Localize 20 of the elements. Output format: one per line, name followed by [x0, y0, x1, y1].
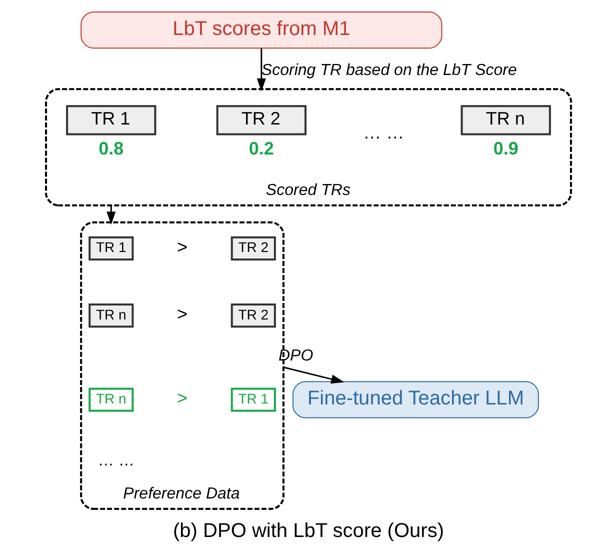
arrow — [282, 366, 344, 384]
label: … … — [97, 452, 134, 470]
label: > — [176, 388, 188, 408]
node-box: LbT scores from M1 — [80, 12, 442, 49]
node-box: Fine-tuned Teacher LLM — [292, 381, 538, 418]
node-box: TR n — [88, 304, 134, 328]
label: > — [176, 304, 188, 324]
edge-label: Scoring TR based on the LbT Score — [260, 60, 516, 79]
label: … … — [362, 122, 404, 143]
node-box: TR 2 — [230, 236, 276, 260]
label: > — [176, 236, 188, 257]
node-label: 0.2 — [248, 138, 274, 159]
node-box: TR n — [88, 388, 134, 412]
arrow — [256, 48, 266, 92]
node-label: 0.9 — [492, 138, 518, 159]
node-box: TR 1 — [88, 236, 134, 260]
node-box: TR 1 — [230, 388, 276, 412]
node-label: 0.8 — [98, 138, 124, 159]
node-box: TR 2 — [230, 304, 276, 328]
caption: (b) DPO with LbT score (Ours) — [172, 520, 444, 542]
